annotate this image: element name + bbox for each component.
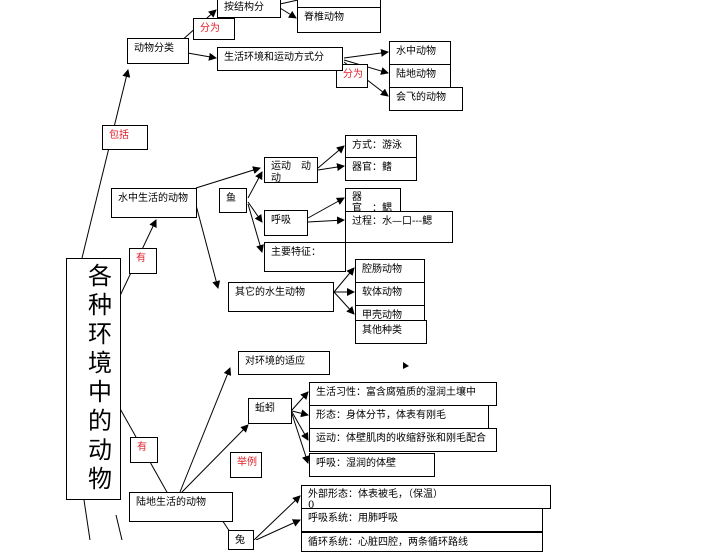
main-title: 各种环境中的动物 (66, 258, 121, 500)
node-others: 其他种类 (355, 320, 427, 344)
node-aquatic: 水中动物 (389, 41, 451, 65)
node-flying: 会飞的动物 (389, 87, 463, 111)
node-by-structure: 按结构分 (217, 0, 281, 18)
node-respiration: 呼吸：湿润的体壁 (309, 453, 435, 477)
node-other-aquatic: 其它的水生动物 (228, 282, 334, 312)
node-breathing: 呼吸 (264, 210, 308, 236)
title-text: 各种环境中的动物 (88, 262, 112, 493)
node-movement-method: 方式：游泳 (345, 135, 417, 158)
node-vertebrate: 脊椎动物 (297, 7, 381, 33)
node-outer-form: 外部形态：体表被毛，（保温） 0 (301, 485, 551, 509)
node-land-animals: 陆地生活的动物 (129, 492, 233, 522)
node-terrestrial: 陆地动物 (389, 64, 451, 88)
label-fenwei-2: 分为 (336, 64, 368, 88)
outer-form-tail: 0 (308, 500, 315, 509)
node-breathing-process: 过程：水—口---鳃 (345, 211, 453, 243)
node-habit: 生活习性：富含腐殖质的湿润土壤中 (309, 382, 497, 406)
node-breathing-organ: 器 官 ：鳃 (345, 188, 401, 212)
node-main-features: 主要特征： (264, 242, 346, 272)
label-baokuo: 包括 (102, 125, 148, 150)
node-respiratory-system: 呼吸系统：用肺呼吸 (301, 508, 543, 532)
stray-arrow-mark (403, 362, 409, 369)
node-movement-organ: 器官：鳍 (345, 157, 417, 181)
node-aquatic-animals: 水中生活的动物 (111, 188, 197, 218)
outer-form-text: 外部形态：体表被毛，（保温） (308, 489, 443, 500)
label-you-2: 有 (130, 437, 158, 463)
node-earthworm: 蚯蚓 (248, 398, 292, 424)
node-movement: 运动 动动 (264, 157, 318, 183)
node-shape: 形态：身体分节，体表有刚毛 (309, 405, 489, 429)
node-molluscs: 软体动物 (355, 282, 425, 306)
label-juli: 举例 (230, 452, 262, 478)
node-rabbit-partial: 兔 (228, 530, 254, 550)
node-coelenterates: 腔肠动物 (355, 259, 425, 283)
node-animal-classification: 动物分类 (127, 38, 189, 64)
node-circulatory-system: 循环系统：心脏四腔，两条循环路线 (301, 532, 543, 552)
node-fish: 鱼 (219, 188, 247, 213)
node-motion: 运动：体壁肌肉的收缩舒张和刚毛配合 (309, 428, 497, 452)
label-fenwei-1: 分为 (193, 18, 235, 40)
label-you-1: 有 (129, 248, 157, 274)
node-by-environment: 生活环境和运动方式分 (217, 47, 343, 71)
node-adaptation: 对环境的适应 (238, 351, 330, 375)
